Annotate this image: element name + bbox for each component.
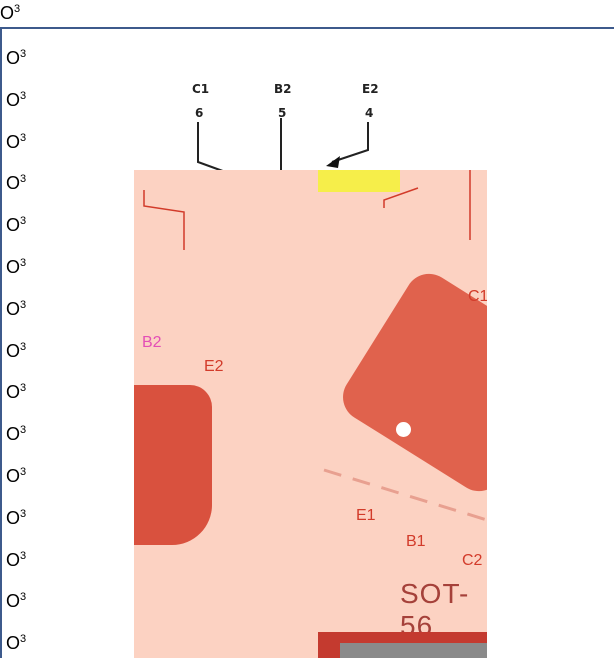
pin-4-arrow	[326, 156, 340, 168]
row-label-sup: 3	[20, 591, 27, 604]
row-label-base: O	[6, 549, 21, 570]
pin-number-4: 4	[365, 106, 374, 120]
row-label: O3	[6, 338, 26, 360]
row-label-sup: 3	[20, 257, 27, 269]
row-label: O3	[6, 87, 26, 109]
row-label-sup: 3	[20, 424, 27, 437]
picture-leads	[143, 170, 487, 522]
row-label: O3	[6, 421, 26, 443]
row-label-sup: 3	[20, 507, 27, 520]
row-label: O3	[6, 45, 26, 67]
frame-top-border	[0, 27, 614, 29]
label-b1: B1	[406, 533, 426, 550]
row-label-base: O	[6, 424, 21, 445]
row-label-sup: 3	[20, 549, 27, 562]
label-e1: E1	[356, 507, 376, 524]
row-label-base: O	[6, 48, 21, 68]
row-label-sup: 3	[20, 340, 27, 353]
row-label-base: O	[6, 633, 21, 654]
chip-body-left	[134, 385, 212, 545]
row-label-sup: 3	[20, 131, 27, 144]
row-label: O3	[6, 129, 26, 151]
row-label-base: O	[6, 89, 21, 110]
row-label-sup: 3	[20, 633, 27, 646]
row-label-base: O	[0, 3, 15, 23]
row-label-base: O	[6, 340, 21, 361]
package-picture: C1 B2 E2 E1 B1 C2 SOT-56	[134, 170, 487, 658]
row-label-sup: 3	[20, 48, 27, 60]
row-label-sup: 3	[14, 3, 21, 15]
row-label: O3	[6, 254, 26, 276]
label-e2: E2	[204, 358, 224, 375]
row-label-sup: 3	[20, 89, 27, 102]
frame-left-border	[0, 27, 2, 658]
row-label-base: O	[6, 131, 21, 152]
row-label-sup: 3	[20, 215, 27, 228]
row-label-sup: 3	[20, 173, 27, 186]
row-label-base: O	[6, 215, 21, 236]
row-label-base: O	[6, 507, 21, 528]
label-c1: C1	[468, 288, 487, 305]
label-b2: B2	[142, 334, 162, 351]
pin-name-c1: C1	[192, 82, 210, 96]
row-label: O3	[0, 0, 20, 22]
row-label-base: O	[6, 591, 21, 612]
row-label: O3	[6, 630, 26, 652]
row-label: O3	[6, 170, 26, 192]
row-label: O3	[6, 547, 26, 569]
row-label-base: O	[6, 173, 21, 194]
row-label: O3	[6, 505, 26, 527]
row-label-sup: 3	[20, 466, 27, 478]
row-label: O3	[6, 212, 26, 234]
pin-name-e2: E2	[362, 82, 379, 96]
row-label: O3	[6, 463, 26, 485]
row-label-sup: 3	[20, 298, 27, 311]
row-label: O3	[6, 296, 26, 318]
pin1-marker	[396, 422, 411, 437]
row-label: O3	[6, 588, 26, 610]
row-label-base: O	[6, 257, 21, 277]
pin-name-b2: B2	[274, 82, 292, 96]
row-label-base: O	[6, 466, 21, 486]
pin-number-5: 5	[278, 106, 287, 120]
pin-number-6: 6	[195, 106, 204, 120]
bottom-bar-inner	[340, 643, 487, 658]
highlight-strip	[318, 170, 400, 192]
label-c2: C2	[462, 552, 483, 569]
pin-4-lead	[331, 122, 369, 163]
row-label-base: O	[6, 298, 21, 319]
row-label-sup: 3	[20, 382, 27, 395]
lead-c1	[143, 190, 185, 250]
row-label-base: O	[6, 382, 21, 403]
lead-b1	[383, 187, 419, 208]
row-label: O3	[6, 379, 26, 401]
